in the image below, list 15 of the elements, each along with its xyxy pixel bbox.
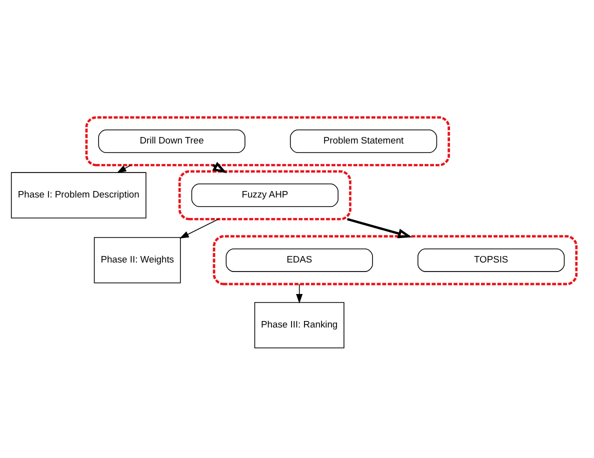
- cluster: [178, 170, 352, 220]
- arrow: [179, 218, 219, 238]
- node-box: Phase I: Problem Description: [10, 172, 146, 218]
- cluster: [212, 234, 578, 285]
- node-box: Drill Down Tree: [98, 129, 246, 152]
- node-box: Phase III: Ranking: [254, 302, 344, 348]
- node-box: Problem Statement: [290, 129, 438, 152]
- arrow: [346, 218, 412, 238]
- arrow: [116, 164, 132, 172]
- node-box: EDAS: [226, 248, 373, 272]
- node-box: Phase II: Weights: [94, 236, 181, 283]
- node-box: Fuzzy AHP: [191, 183, 338, 206]
- arrow: [296, 283, 303, 303]
- node-box: TOPSIS: [418, 248, 565, 272]
- cluster: [85, 116, 450, 166]
